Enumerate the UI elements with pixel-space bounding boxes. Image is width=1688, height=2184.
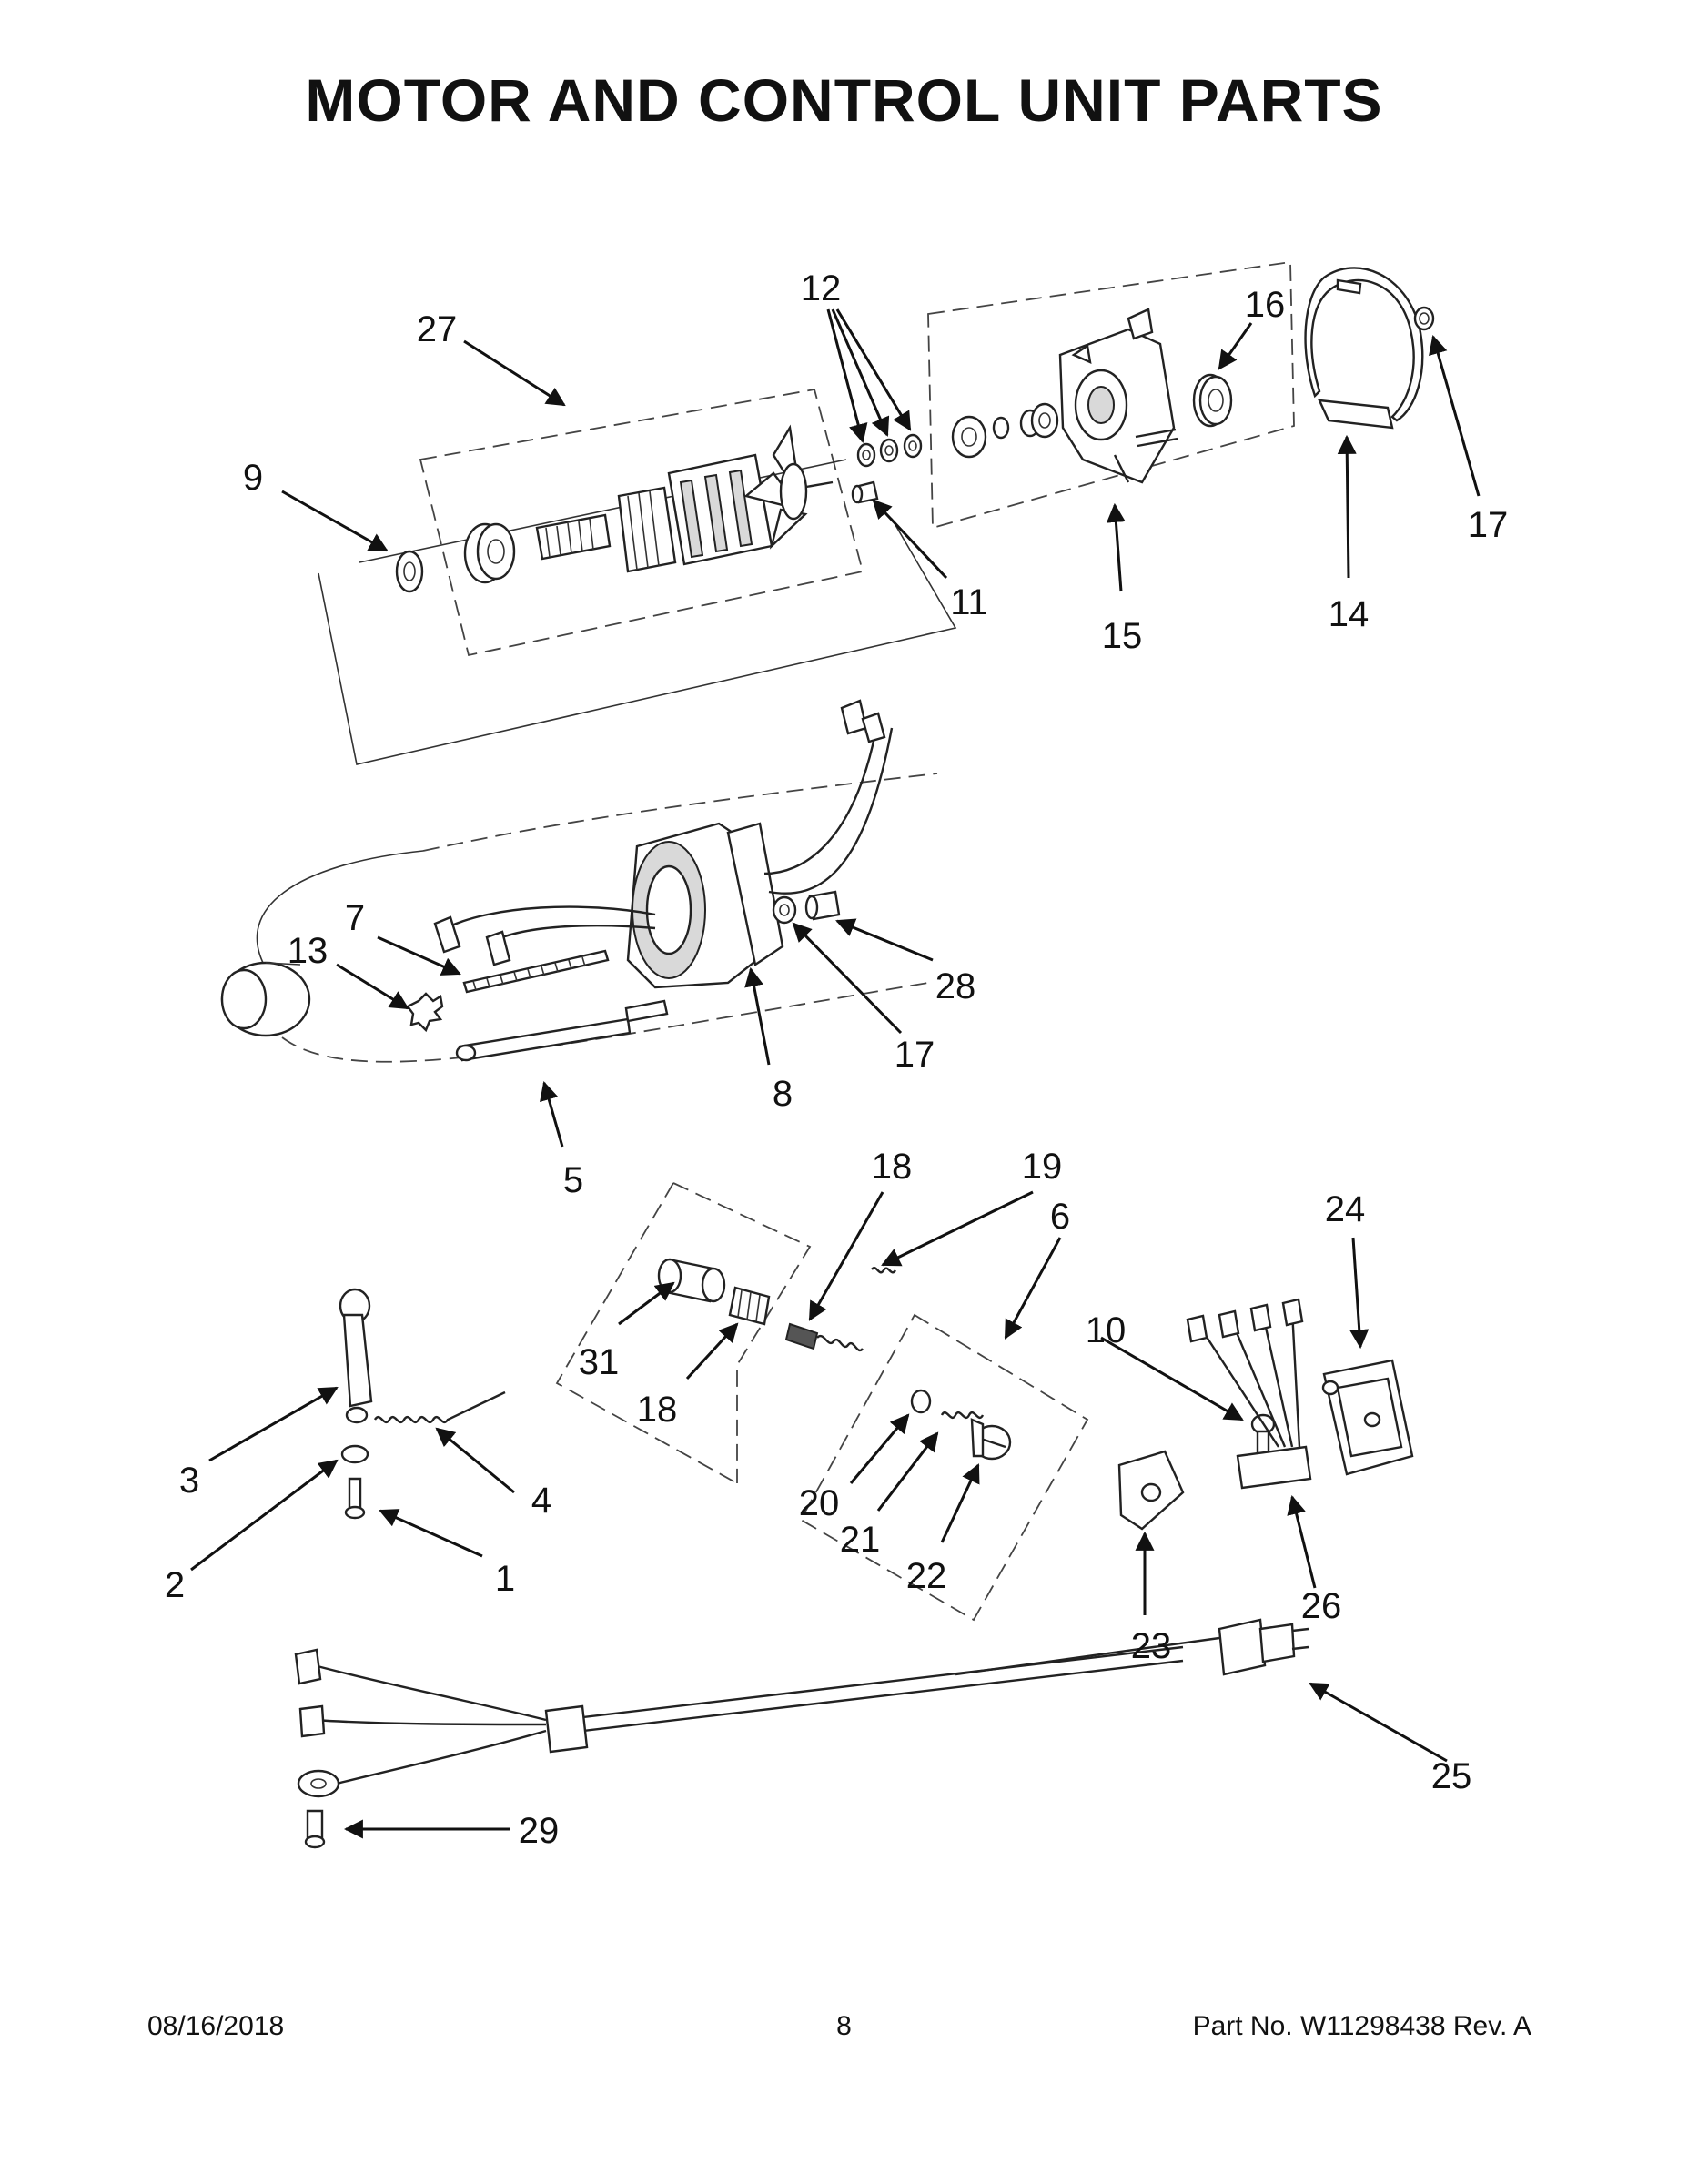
footer-part-number: Part No. W11298438 Rev. A [1192, 2011, 1531, 2041]
callout-27: 26 [1301, 1586, 1342, 1626]
callout-12: 12 [801, 268, 842, 308]
washers-12 [856, 433, 923, 468]
lever-pivot [345, 1406, 369, 1424]
end-bell-housing [1058, 308, 1178, 484]
star-washer [951, 415, 987, 459]
callout-8: 8 [773, 1074, 793, 1114]
callout-2: 2 [165, 1565, 185, 1605]
spring-19 [784, 1322, 864, 1351]
field-housing-group [220, 699, 938, 1063]
screw-1 [344, 1477, 366, 1520]
end-bell-dashed-outline [927, 260, 1295, 530]
power-cord-26 [294, 1618, 1309, 1798]
callout-9: 9 [243, 458, 263, 498]
page-title: MOTOR AND CONTROL UNIT PARTS [305, 66, 1383, 134]
lever-3 [342, 1313, 373, 1408]
callout-10: 10 [1086, 1310, 1127, 1350]
callout-30: 29 [519, 1811, 560, 1851]
field-coil-8 [626, 822, 784, 989]
control-board-25 [1321, 1359, 1414, 1476]
callout-28: 27 [417, 309, 458, 349]
callout-20: 19 [1022, 1147, 1063, 1187]
callout-13: 13 [288, 931, 329, 971]
callout-7: 7 [345, 898, 365, 938]
speed-control-group [555, 1182, 1089, 1622]
callout-3: 3 [179, 1461, 199, 1501]
contact-plate-18 [728, 1286, 771, 1326]
spring-20 [871, 1267, 897, 1274]
footer-date: 08/16/2018 [147, 2011, 285, 2041]
callout-labels: 27 9 12 11 16 15 14 17 7 13 8 17 28 5 18… [165, 268, 1508, 1851]
housing-dashed-top [422, 773, 938, 852]
callout-18: 18 [637, 1390, 678, 1430]
screw-30 [304, 1809, 326, 1849]
callout-24: 23 [1131, 1626, 1172, 1666]
bushing-31 [657, 1258, 726, 1303]
callout-14: 14 [1329, 594, 1370, 634]
callout-15: 15 [1102, 616, 1143, 656]
washer-2 [340, 1444, 369, 1464]
bearing-armature-front [463, 522, 516, 584]
retainer-14 [1304, 267, 1424, 430]
armature-assembly-group [318, 388, 957, 765]
screw-7 [462, 949, 610, 994]
end-bell-group [927, 260, 1295, 530]
screw-23 [970, 1418, 1012, 1461]
housing-nose [220, 961, 311, 1037]
callout-25: 24 [1325, 1189, 1366, 1229]
callout-11: 11 [950, 582, 988, 622]
callout-1: 1 [495, 1559, 515, 1599]
callout-17-lower: 17 [895, 1035, 935, 1075]
button-21 [910, 1389, 932, 1414]
callout-29: 28 [935, 966, 976, 1006]
nut-17-top [1413, 306, 1435, 331]
speed-control-dashed-3 [799, 1313, 1089, 1622]
star-washer-13 [406, 992, 444, 1033]
footer-page-number: 8 [836, 2011, 852, 2041]
cable-clip-5 [455, 999, 669, 1062]
callout-31: 31 [579, 1342, 620, 1382]
speed-control-dashed-1 [672, 1182, 812, 1483]
callout-5: 5 [563, 1160, 583, 1200]
terminal-block-24 [1117, 1450, 1185, 1531]
callout-6: 6 [1050, 1197, 1070, 1237]
callout-17-top: 17 [1468, 505, 1509, 545]
armature-shaft-axis [359, 459, 847, 563]
spring-22 [940, 1410, 985, 1420]
housing-outline-left [256, 850, 424, 966]
bushing-17-lower [772, 895, 797, 925]
armature-fan [743, 424, 808, 550]
lever-assembly [339, 1288, 506, 1520]
callout-16: 16 [1245, 285, 1286, 325]
bushing-29 [804, 890, 841, 921]
bearing-16 [1192, 373, 1233, 428]
spring-4 [373, 1390, 506, 1424]
callout-26: 25 [1431, 1756, 1472, 1796]
callout-23: 22 [906, 1556, 947, 1596]
speed-control-dashed-2 [555, 1182, 738, 1484]
armature-worm-shaft [535, 513, 612, 561]
armature-core [667, 453, 773, 566]
armature-shaft-tail [805, 480, 834, 489]
washer-9 [395, 550, 424, 593]
callout-21: 20 [799, 1483, 840, 1523]
callout-4: 4 [531, 1481, 551, 1521]
armature-commutator [617, 486, 677, 573]
callout-22: 21 [840, 1520, 881, 1560]
bushing-11 [851, 480, 879, 504]
field-lead-wires [433, 699, 894, 966]
callout-19: 18 [872, 1147, 913, 1187]
bearing-end-bell [1019, 402, 1059, 439]
armature-to-field-outline [318, 518, 957, 765]
wire-harness-27 [1186, 1298, 1312, 1490]
callout-arrows [190, 308, 1481, 1839]
small-washer [992, 416, 1010, 440]
armature-dashed-outline [419, 388, 864, 657]
